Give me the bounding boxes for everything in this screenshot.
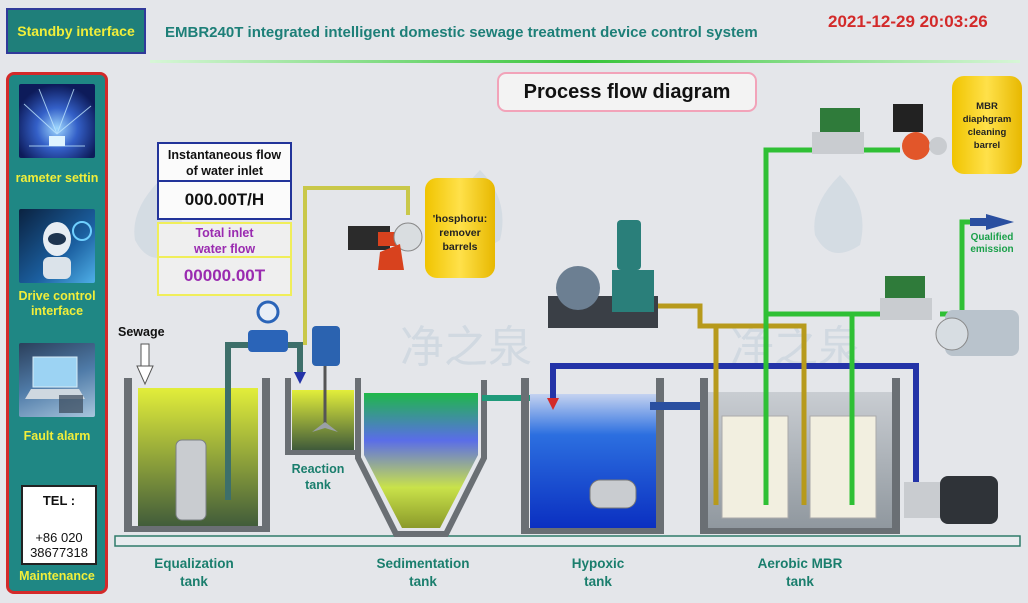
ground-base <box>114 535 1021 547</box>
laptop-icon <box>25 356 85 413</box>
mixer-motor <box>312 326 340 366</box>
mbr-barrel-label: MBR diaphgram cleaning barrel <box>952 100 1022 152</box>
tel-title: TEL : <box>42 493 76 508</box>
drive-control-thumbnail[interactable] <box>19 209 95 283</box>
hypoxic-tank <box>521 378 664 534</box>
phosphorus-barrel-line3: barrels <box>442 241 478 253</box>
qualified-emission-label: Qualified emission <box>962 232 1022 256</box>
hypoxic-mixer <box>589 479 637 509</box>
aerobic-label-line1: Aerobic MBR <box>757 556 843 571</box>
equalization-tank-label: Equalization tank <box>134 555 254 591</box>
tel-number-line2: 38677318 <box>30 545 88 560</box>
sedimentation-tank <box>355 380 487 537</box>
hypoxic-tank-label: Hypoxic tank <box>548 555 648 591</box>
sidebar-item-parameter-settings[interactable]: rameter settin <box>15 171 99 185</box>
phosphorus-barrel-line2: remover <box>439 227 481 239</box>
mbr-barrel-line1: MBR <box>976 101 998 112</box>
emission-pipe-tip <box>970 218 988 226</box>
datetime-display: 2021-12-29 20:03:26 <box>828 12 988 31</box>
inlet-arrow <box>294 372 306 384</box>
air-blower <box>548 220 658 328</box>
emission-arrow <box>986 214 1014 230</box>
total-flow-title: Total inlet water flow <box>157 222 292 258</box>
total-flow-value: 00000.00T <box>157 256 292 296</box>
return-pipe <box>550 363 919 502</box>
header-divider <box>150 60 1020 63</box>
suction-pump <box>935 310 1019 356</box>
tel-number-line1: +86 020 <box>35 530 83 545</box>
reaction-tank-label: Reaction tank <box>284 461 352 493</box>
reaction-label-line1: Reaction <box>291 462 345 476</box>
air-pipe-branch <box>716 323 807 505</box>
aerobic-mbr-tank <box>700 378 900 534</box>
flow-meter <box>248 300 288 352</box>
telephone-box: TEL : +86 020 38677318 <box>21 485 97 565</box>
phosphorus-barrel-line1: 'hosphoru: <box>432 213 488 225</box>
cleaning-solenoid-valve <box>812 108 864 154</box>
hypoxic-link-pipe <box>650 402 706 410</box>
watermark-text: 净之泉 <box>400 323 532 372</box>
dosing-pipe <box>303 186 410 345</box>
instantaneous-flow-value: 000.00T/H <box>157 180 292 220</box>
mbr-module-2 <box>809 415 877 519</box>
drive-control-label-line2: interface <box>30 304 84 318</box>
submersible-pump <box>175 439 207 521</box>
sedimentation-label-line2: tank <box>409 574 437 589</box>
total-flow-title-line1: Total inlet <box>195 226 254 240</box>
air-pipe-main <box>658 303 719 505</box>
sewage-label: Sewage <box>118 325 165 339</box>
sidebar-item-drive-control[interactable]: Drive control interface <box>9 289 105 319</box>
system-title: EMBR240T integrated intelligent domestic… <box>165 24 758 41</box>
equalization-label-line1: Equalization <box>154 556 234 571</box>
sedimentation-tank-label: Sedimentation tank <box>360 555 486 591</box>
process-flow-title: Process flow diagram <box>497 72 757 112</box>
parameter-settings-thumbnail[interactable] <box>19 84 95 158</box>
sewage-inlet-arrow <box>136 343 154 386</box>
fault-alarm-thumbnail[interactable] <box>19 343 95 417</box>
inst-flow-title-line1: Instantaneous flow <box>167 148 282 162</box>
return-pump <box>904 476 998 524</box>
mbr-cleaning-barrel <box>952 76 1022 174</box>
instantaneous-flow-title: Instantaneous flow of water inlet <box>157 142 292 182</box>
total-flow-title-line2: water flow <box>193 242 256 256</box>
mbr-module-1 <box>721 415 789 519</box>
cleaning-dosing-pump <box>893 104 947 160</box>
qualified-line1: Qualified <box>970 232 1014 243</box>
aerobic-label-line2: tank <box>786 574 814 589</box>
sedimentation-label-line1: Sedimentation <box>376 556 470 571</box>
phosphorus-dosing-pump <box>348 222 423 270</box>
equalization-label-line2: tank <box>180 574 208 589</box>
robot-icon <box>43 221 92 279</box>
sidebar-item-fault-alarm[interactable]: Fault alarm <box>23 429 91 443</box>
suction-solenoid-valve <box>880 276 932 320</box>
mbr-barrel-line3: cleaning <box>967 127 1007 138</box>
standby-interface-button[interactable]: Standby interface <box>6 8 146 54</box>
drive-control-label-line1: Drive control <box>18 289 96 303</box>
phosphorus-barrel <box>425 178 495 278</box>
return-arrow <box>547 398 559 410</box>
sidebar-nav: rameter settin Drive control interface F… <box>6 72 108 594</box>
hypoxic-label-line2: tank <box>584 574 612 589</box>
network-icon <box>23 88 92 147</box>
mbr-barrel-line4: barrel <box>973 140 1001 151</box>
qualified-line2: emission <box>970 244 1014 255</box>
equalization-tank <box>124 378 270 532</box>
hypoxic-label-line1: Hypoxic <box>571 556 625 571</box>
reaction-label-line2: tank <box>305 478 331 492</box>
mbr-barrel-line2: diaphgram <box>962 114 1012 125</box>
phosphorus-barrel-label: 'hosphoru: remover barrels <box>425 212 495 254</box>
aerobic-mbr-tank-label: Aerobic MBR tank <box>740 555 860 591</box>
inst-flow-title-line2: of water inlet <box>185 164 264 178</box>
blower-silencer <box>617 220 641 270</box>
sidebar-item-maintenance[interactable]: Maintenance <box>19 569 95 583</box>
